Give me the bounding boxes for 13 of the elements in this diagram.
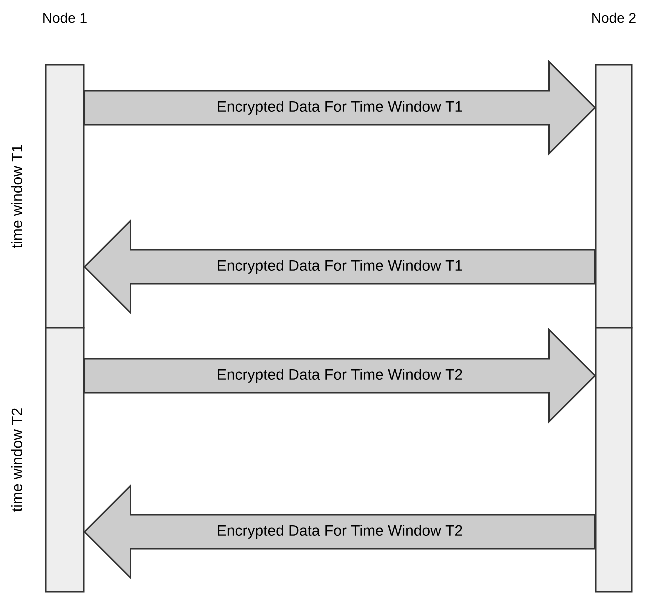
time-window-label: time window T1 — [12, 145, 22, 248]
block-arrow — [84, 60, 596, 156]
block-arrow — [84, 328, 596, 424]
node-label: Node 2 — [592, 12, 636, 24]
block-arrow — [84, 484, 596, 580]
lifeline-bar — [595, 327, 633, 593]
time-window-label: time window T2 — [12, 408, 22, 512]
node-label: Node 1 — [44, 12, 87, 24]
block-arrow — [84, 219, 596, 315]
edge-label: Encrypted Data For Time Window T2 — [218, 525, 462, 539]
edge-label: Encrypted Data For Time Window T1 — [218, 260, 462, 274]
edge-label: Encrypted Data For Time Window T2 — [218, 369, 462, 383]
edge-label: Encrypted Data For Time Window T1 — [218, 101, 462, 115]
